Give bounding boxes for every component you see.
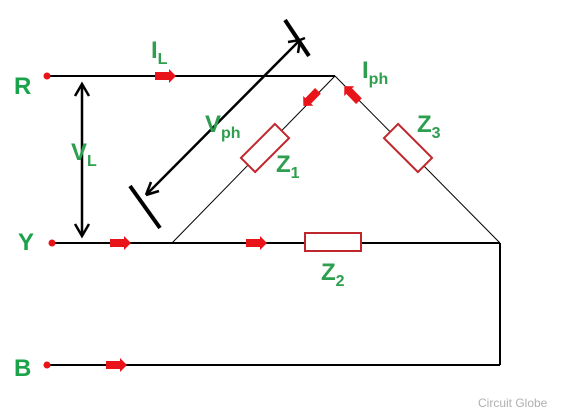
terminal-r-label: R	[14, 73, 31, 100]
current-arrow-y-left	[110, 236, 131, 250]
credit-watermark: Circuit Globe	[478, 396, 548, 410]
terminal-y-label: Y	[18, 229, 34, 256]
current-arrow-b	[106, 358, 127, 372]
impedance-z3-label: Z3	[417, 111, 441, 142]
current-arrow-y-mid	[246, 236, 267, 250]
impedance-z2-label: Z2	[321, 259, 345, 290]
impedance-z3	[382, 122, 434, 174]
terminal-b-dot	[43, 361, 51, 369]
impedance-z1-label: Z1	[276, 151, 300, 182]
terminal-y-dot	[48, 239, 56, 247]
wires	[47, 75, 501, 366]
line-voltage-arrow	[73, 81, 91, 239]
line-current-label: IL	[151, 37, 168, 68]
terminal-r-dot	[43, 72, 51, 80]
current-arrow-z1-branch	[303, 88, 321, 106]
current-arrows	[106, 69, 362, 372]
impedance-z2	[304, 232, 362, 252]
current-arrow-z3-branch	[344, 86, 362, 104]
line-voltage-label: VL	[71, 139, 97, 170]
phase-current-label: Iph	[362, 57, 388, 88]
current-arrow-r	[155, 69, 176, 83]
phase-voltage-label: Vph	[205, 111, 241, 142]
phase-voltage-end-bar-bottom	[128, 184, 162, 230]
phase-voltage-arrow	[128, 18, 311, 230]
phase-voltage-end-bar-top	[283, 18, 311, 58]
terminal-b-label: B	[14, 355, 31, 382]
impedance-z1	[239, 122, 291, 174]
